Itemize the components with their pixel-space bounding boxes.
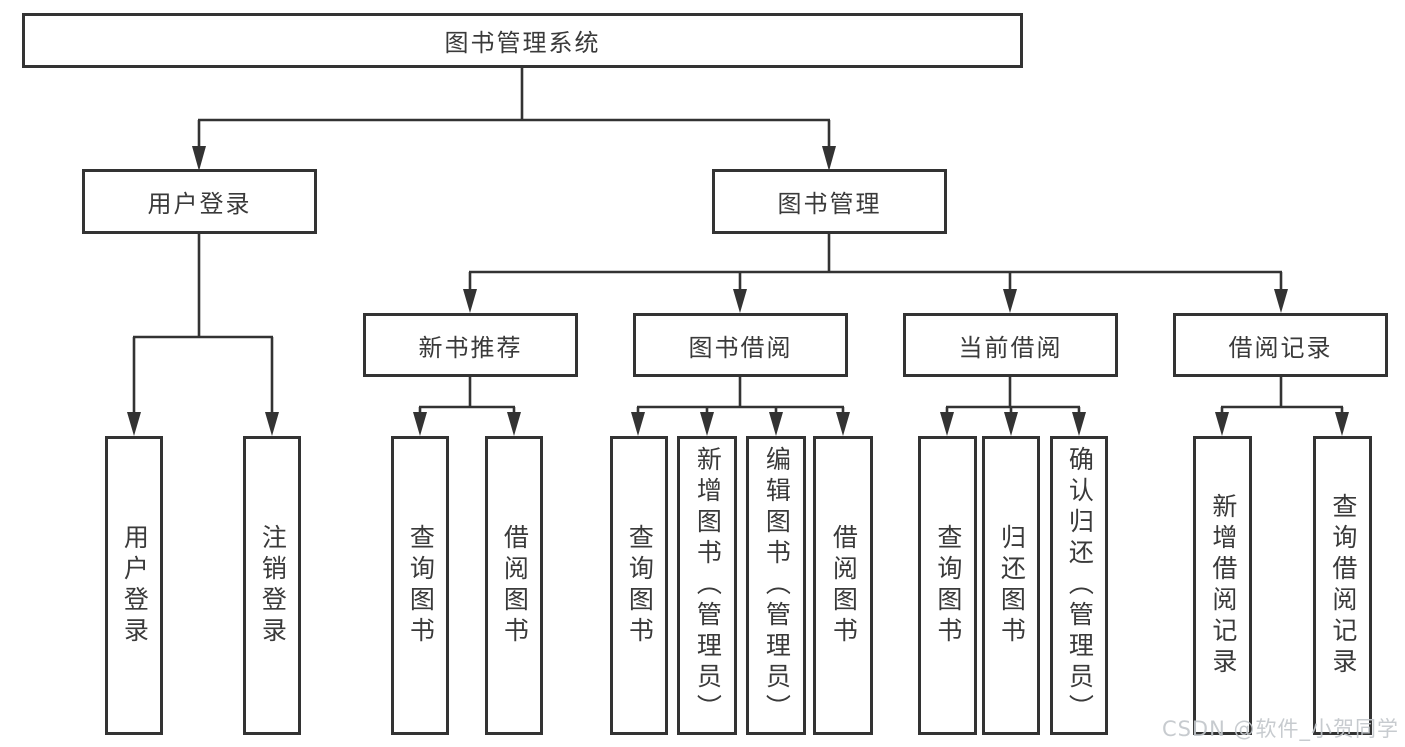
leaf-label: 确认归还（管理员） [1065, 446, 1095, 725]
node-label: 图书管理系统 [444, 29, 601, 57]
leaf-borrow-books-recommend: 借阅图书 [485, 436, 543, 735]
leaf-query-books-recommend: 查询图书 [391, 436, 449, 735]
leaf-label: 编辑图书（管理员） [762, 446, 792, 725]
leaf-logout: 注销登录 [243, 436, 301, 735]
leaf-label: 查询图书 [933, 523, 963, 648]
leaf-query-books-current: 查询图书 [918, 436, 977, 735]
leaf-label: 借阅图书 [500, 523, 530, 648]
leaf-add-book-admin: 新增图书（管理员） [677, 436, 737, 735]
node-user-login: 用户登录 [82, 169, 317, 234]
leaf-query-borrow-record: 查询借阅记录 [1313, 436, 1372, 735]
leaf-label: 新增图书（管理员） [693, 446, 723, 725]
node-book-borrow: 图书借阅 [633, 313, 848, 377]
leaf-label: 归还图书 [997, 523, 1027, 648]
node-label: 图书借阅 [688, 333, 793, 362]
leaf-user-login: 用户登录 [105, 436, 163, 735]
node-label: 借阅记录 [1228, 333, 1333, 362]
node-book-management: 图书管理 [712, 169, 947, 234]
leaf-confirm-return-admin: 确认归还（管理员） [1050, 436, 1108, 735]
leaf-label: 查询借阅记录 [1328, 492, 1358, 679]
node-library-management-system: 图书管理系统 [22, 13, 1023, 68]
leaf-edit-book-admin: 编辑图书（管理员） [746, 436, 806, 735]
node-borrow-records: 借阅记录 [1173, 313, 1388, 377]
leaf-query-books-borrow: 查询图书 [610, 436, 668, 735]
node-current-borrow: 当前借阅 [903, 313, 1118, 377]
node-label: 用户登录 [147, 190, 252, 218]
leaf-label: 查询图书 [625, 523, 655, 648]
leaf-add-borrow-record: 新增借阅记录 [1193, 436, 1252, 735]
leaf-label: 借阅图书 [829, 523, 859, 648]
leaf-label: 注销登录 [258, 523, 288, 648]
node-new-book-recommend: 新书推荐 [363, 313, 578, 377]
leaf-label: 新增借阅记录 [1208, 492, 1238, 679]
leaf-label: 用户登录 [120, 523, 150, 648]
leaf-label: 查询图书 [406, 523, 436, 648]
node-label: 图书管理 [777, 190, 882, 218]
node-label: 当前借阅 [958, 333, 1063, 362]
leaf-borrow-books: 借阅图书 [813, 436, 873, 735]
csdn-watermark: CSDN @软件_小贺同学 [1161, 717, 1399, 741]
node-label: 新书推荐 [418, 333, 523, 362]
leaf-return-book: 归还图书 [982, 436, 1040, 735]
